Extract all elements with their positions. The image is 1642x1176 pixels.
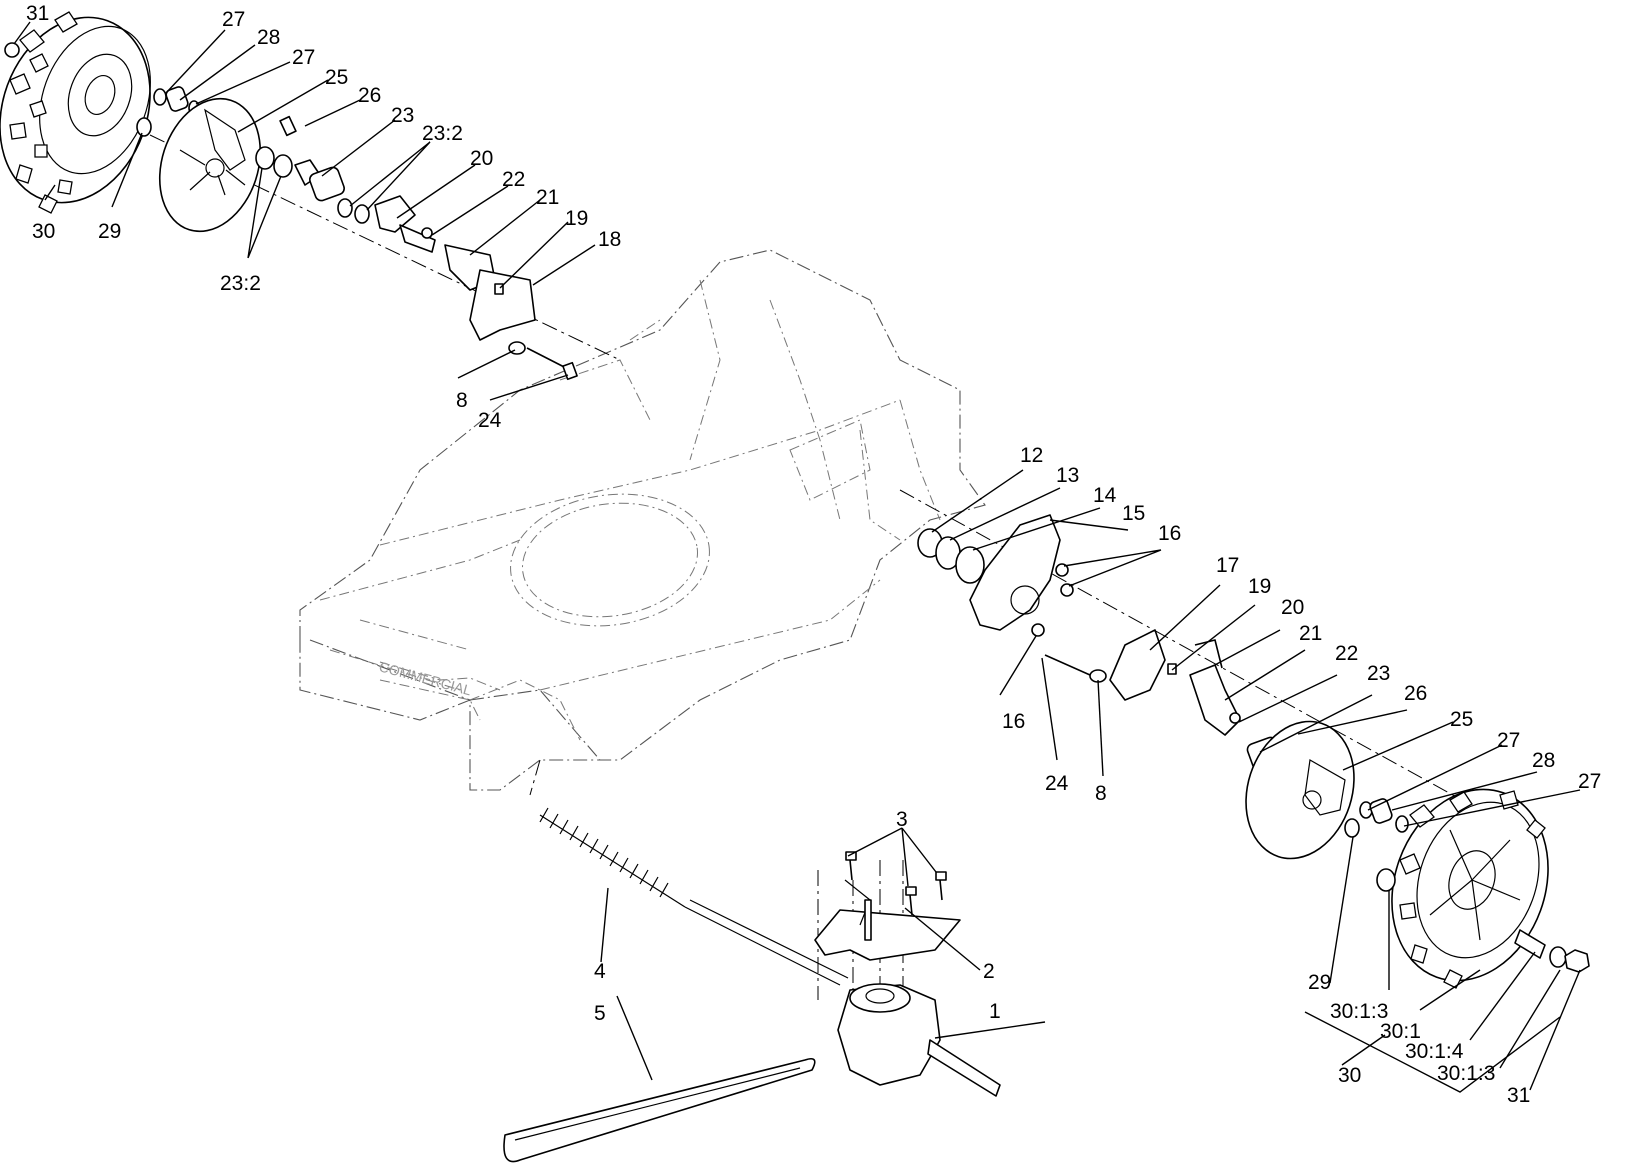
callout-30-1: 30:1 bbox=[1380, 1020, 1421, 1043]
washer-23-2-a bbox=[255, 146, 275, 170]
callout-8-left: 8 bbox=[456, 389, 468, 412]
callout-4: 4 bbox=[594, 960, 606, 983]
washer-30-1-3-a bbox=[1376, 868, 1396, 892]
plate-18-left bbox=[469, 269, 536, 341]
clip-19-left bbox=[494, 283, 504, 295]
assembly-centerlines bbox=[149, 134, 1481, 1010]
ring-14 bbox=[955, 546, 985, 584]
callout-22-left: 22 bbox=[502, 168, 525, 191]
washer-27-left-a bbox=[153, 88, 167, 106]
mower-deck-outline: COMMERCIAL bbox=[299, 249, 986, 791]
axle-30-1-4 bbox=[1514, 929, 1546, 959]
callout-30-left: 30 bbox=[32, 220, 55, 243]
nut-31-right bbox=[1564, 949, 1590, 973]
nut-16-a bbox=[1055, 563, 1069, 577]
bolt-26-left bbox=[279, 115, 297, 137]
callout-23-right: 23 bbox=[1367, 662, 1390, 685]
svg-text:COMMERCIAL: COMMERCIAL bbox=[377, 658, 473, 698]
callout-28-left: 28 bbox=[257, 26, 280, 49]
clip-19-right bbox=[1167, 663, 1177, 675]
callout-25-right: 25 bbox=[1450, 708, 1473, 731]
bracket-2 bbox=[814, 909, 961, 961]
callout-8-right: 8 bbox=[1095, 782, 1107, 805]
callout-27-left-a: 27 bbox=[222, 8, 245, 31]
hubcap-25-right bbox=[1245, 720, 1355, 860]
washer-29-right bbox=[1344, 818, 1360, 838]
callout-18-left: 18 bbox=[598, 228, 621, 251]
nut-31-left bbox=[4, 42, 20, 58]
callout-25-left: 25 bbox=[325, 66, 348, 89]
bolt-22-left bbox=[421, 227, 433, 239]
callout-14: 14 bbox=[1093, 484, 1117, 507]
washer-27-right-b bbox=[1395, 815, 1409, 833]
leader-lines bbox=[13, 21, 1581, 1093]
callout-31-right: 31 bbox=[1507, 1084, 1530, 1107]
callout-21-left: 21 bbox=[536, 186, 559, 209]
washer-30-1-3 bbox=[1549, 946, 1567, 968]
washer-29-left bbox=[136, 117, 152, 137]
washer-23-2-b bbox=[273, 154, 293, 178]
callout-19-left: 19 bbox=[565, 207, 588, 230]
gear-28-right bbox=[1369, 798, 1393, 824]
callout-17: 17 bbox=[1216, 554, 1239, 577]
left-axle-hardware bbox=[4, 42, 578, 381]
bolt-3-b bbox=[905, 886, 917, 896]
callout-23-2-bottom: 23:2 bbox=[220, 272, 261, 295]
hubcap-25-left bbox=[158, 97, 262, 233]
callout-30-right: 30 bbox=[1338, 1064, 1361, 1087]
callout-23-2-top: 23:2 bbox=[422, 122, 463, 145]
callout-3: 3 bbox=[896, 808, 908, 831]
belt-5 bbox=[503, 1057, 816, 1163]
callout-30-1-3-right: 30:1:3 bbox=[1437, 1062, 1495, 1085]
callout-20-right: 20 bbox=[1281, 596, 1304, 619]
callout-24-right: 24 bbox=[1045, 772, 1069, 795]
callout-28-right: 28 bbox=[1532, 749, 1555, 772]
left-rear-wheel bbox=[0, 11, 151, 214]
callout-24-left: 24 bbox=[478, 409, 502, 432]
callout-2: 2 bbox=[983, 960, 995, 983]
callout-23-left: 23 bbox=[391, 104, 414, 127]
bolt-24-right bbox=[1044, 654, 1091, 676]
callout-5: 5 bbox=[594, 1002, 606, 1025]
callout-27-left-b: 27 bbox=[292, 46, 315, 69]
washer-23-2-d bbox=[354, 204, 370, 224]
height-plate-15 bbox=[969, 514, 1061, 631]
drive-system bbox=[503, 807, 1001, 1163]
right-axle-hardware bbox=[917, 514, 1409, 860]
callout-1: 1 bbox=[989, 1000, 1001, 1023]
nut-16-b bbox=[1060, 583, 1074, 597]
callout-29-right: 29 bbox=[1308, 971, 1331, 994]
nut-16-c bbox=[1031, 623, 1045, 637]
callout-27-right-b: 27 bbox=[1578, 770, 1601, 793]
collar-20-left bbox=[374, 195, 416, 233]
callout-30-1-4: 30:1:4 bbox=[1405, 1040, 1464, 1063]
right-rear-wheel bbox=[1376, 788, 1590, 989]
callout-21-right: 21 bbox=[1299, 622, 1322, 645]
plate-17 bbox=[1109, 629, 1166, 701]
bracket-21-right bbox=[1189, 664, 1241, 736]
bearing-23-left bbox=[309, 166, 345, 202]
bolt-3-a bbox=[845, 851, 857, 861]
callout-26-right: 26 bbox=[1404, 682, 1427, 705]
callout-30-1-3-left: 30:1:3 bbox=[1330, 1000, 1388, 1023]
callout-19-right: 19 bbox=[1248, 575, 1271, 598]
callout-12: 12 bbox=[1020, 444, 1043, 467]
callout-29-left: 29 bbox=[98, 220, 121, 243]
callout-22-right: 22 bbox=[1335, 642, 1358, 665]
callout-31-left: 31 bbox=[26, 2, 49, 25]
bolt-22-right bbox=[1229, 712, 1241, 724]
callout-15: 15 bbox=[1122, 502, 1145, 525]
callout-27-right-a: 27 bbox=[1497, 729, 1520, 752]
callout-26-left: 26 bbox=[358, 84, 381, 107]
callout-13: 13 bbox=[1056, 464, 1079, 487]
callout-16-bottom: 16 bbox=[1002, 710, 1025, 733]
pin-bracket bbox=[864, 899, 872, 941]
washer-23-2-c bbox=[337, 198, 353, 218]
callout-20-left: 20 bbox=[470, 147, 493, 170]
callout-16-top: 16 bbox=[1158, 522, 1181, 545]
callout-labels: 31 27 28 27 25 26 23 23:2 20 22 21 19 18… bbox=[26, 2, 1601, 1107]
bolt-3-c bbox=[935, 871, 947, 881]
